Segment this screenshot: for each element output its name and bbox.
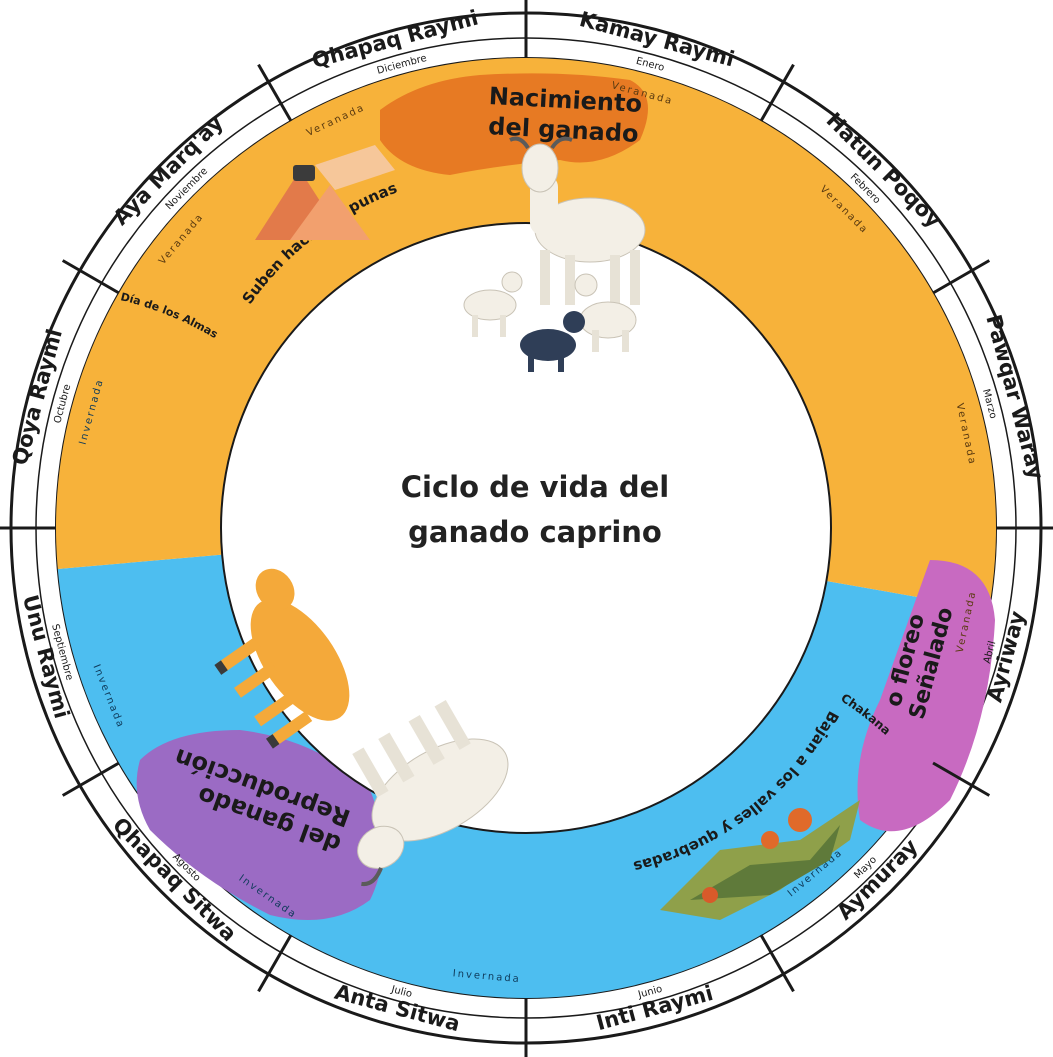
month-divider [61, 761, 120, 797]
month-divider [61, 259, 120, 295]
goat-white-icon [352, 700, 509, 887]
month-sub: Julio [389, 984, 413, 1000]
valley-icon [660, 800, 860, 920]
repro-patch [136, 730, 383, 920]
month-divider [932, 761, 991, 797]
marking-patch [857, 560, 995, 832]
month-divider [257, 63, 293, 122]
mountain-icon [255, 145, 395, 240]
month-divider [759, 934, 795, 993]
month-divider [257, 934, 293, 993]
month-divider [759, 63, 795, 122]
goat-orange-icon [214, 568, 350, 749]
month-divider [932, 259, 991, 295]
birth-patch [380, 73, 648, 175]
center-title-line2: ganado caprino [408, 515, 662, 549]
center-title-line1: Ciclo de vida del [401, 470, 670, 504]
goat-family-icon [463, 136, 646, 372]
center-disc [220, 222, 832, 834]
